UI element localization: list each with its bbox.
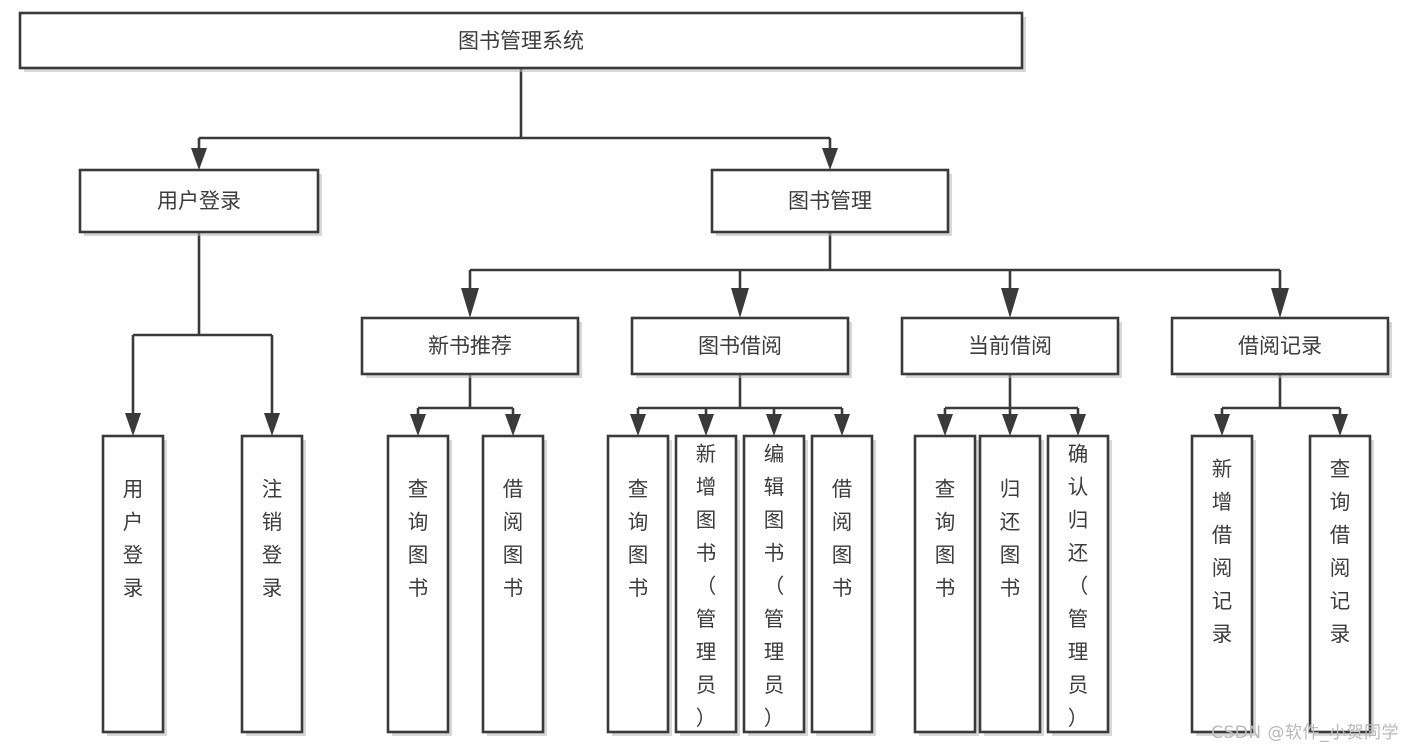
node-root[interactable]: 图书管理系统 <box>18 11 1026 72</box>
arrow-to-new-book-recommend <box>461 288 479 318</box>
node-borrow-record[interactable]: 借阅记录 <box>1170 316 1392 378</box>
leaf-node[interactable]: 查询图书 <box>606 434 672 736</box>
arrow-leaf-return-book <box>1002 414 1018 436</box>
book-manage-label: 图书管理 <box>788 189 872 213</box>
user-login-label: 用户登录 <box>157 189 241 213</box>
arrow-leaf-logout <box>264 413 280 436</box>
leaf-box-query-record[interactable] <box>1308 434 1372 734</box>
leaf-label: 借阅图书 <box>832 477 853 600</box>
leaf-node[interactable]: 归还图书 <box>978 434 1044 736</box>
node-book-manage[interactable]: 图书管理 <box>710 168 952 236</box>
book-manage-box[interactable] <box>710 168 950 234</box>
arrow-leaf-query-record <box>1332 414 1348 436</box>
arrow-leaf-borrow-book-1 <box>505 414 521 436</box>
current-borrow-box[interactable] <box>900 316 1120 376</box>
leaf-node[interactable]: 编辑图书（管理员） <box>742 434 808 736</box>
borrow-record-box[interactable] <box>1170 316 1390 376</box>
node-current-borrow[interactable]: 当前借阅 <box>900 316 1122 378</box>
leaf-box-add-book[interactable] <box>674 434 738 734</box>
arrow-leaf-query-book-3 <box>937 414 953 436</box>
leaf-node[interactable]: 借阅图书 <box>810 434 876 736</box>
leaf-label: 查询图书 <box>628 477 649 600</box>
leaf-box-query-book-2[interactable] <box>606 434 670 734</box>
leaf-box-user-login[interactable] <box>101 434 165 734</box>
leaf-label: 查询借阅记录 <box>1330 457 1351 646</box>
leaf-node[interactable]: 用户登录 <box>101 434 167 736</box>
leaf-box-add-record[interactable] <box>1190 434 1254 734</box>
leaf-label: 查询图书 <box>408 477 429 600</box>
leaf-box-confirm-return[interactable] <box>1046 434 1110 734</box>
borrow-record-label: 借阅记录 <box>1238 334 1322 358</box>
leaf-box-borrow-book-1[interactable] <box>481 434 545 734</box>
leaf-label: 确认归还（管理员） <box>1068 442 1089 730</box>
arrow-leaf-borrow-book-2 <box>834 414 850 436</box>
leaf-node[interactable]: 查询图书 <box>913 434 979 736</box>
new-book-recommend-label: 新书推荐 <box>428 334 512 358</box>
leaf-node[interactable]: 确认归还（管理员） <box>1046 434 1112 736</box>
node-user-login[interactable]: 用户登录 <box>78 168 322 236</box>
node-book-borrow[interactable]: 图书借阅 <box>630 316 852 378</box>
leaf-node[interactable]: 查询借阅记录 <box>1308 434 1374 736</box>
book-borrow-box[interactable] <box>630 316 850 376</box>
leaf-label: 查询图书 <box>935 477 956 600</box>
leaf-box-borrow-book-2[interactable] <box>810 434 874 734</box>
arrow-to-user-login <box>191 148 207 170</box>
arrow-leaf-confirm-return <box>1070 414 1086 436</box>
arrow-leaf-user-login <box>125 413 141 436</box>
user-login-box[interactable] <box>78 168 320 234</box>
leaf-label: 新增借阅记录 <box>1212 457 1233 646</box>
leaf-label: 借阅图书 <box>503 477 524 600</box>
connector-layer <box>125 68 1348 436</box>
leaf-box-return-book[interactable] <box>978 434 1042 734</box>
arrow-to-current-borrow <box>1001 288 1019 318</box>
arrow-to-borrow-record <box>1271 288 1289 318</box>
leaf-node[interactable]: 借阅图书 <box>481 434 547 736</box>
leaf-label: 注销登录 <box>262 477 283 600</box>
arrow-leaf-edit-book <box>766 414 782 436</box>
new-book-recommend-box[interactable] <box>360 316 580 376</box>
leaf-box-edit-book[interactable] <box>742 434 806 734</box>
current-borrow-label: 当前借阅 <box>968 334 1052 358</box>
arrow-leaf-query-book-1 <box>410 414 426 436</box>
leaf-label: 用户登录 <box>123 477 144 600</box>
book-borrow-label: 图书借阅 <box>698 334 782 358</box>
leaf-node[interactable]: 新增图书（管理员） <box>674 434 740 736</box>
arrow-to-book-manage <box>822 148 838 170</box>
arrow-to-book-borrow <box>731 288 749 318</box>
leaf-label: 编辑图书（管理员） <box>764 442 785 730</box>
leaf-node[interactable]: 注销登录 <box>240 434 306 736</box>
leaf-box-query-book-1[interactable] <box>386 434 450 734</box>
arrow-leaf-add-book <box>698 414 714 436</box>
arrow-leaf-query-book-2 <box>630 414 646 436</box>
arrow-leaf-add-record <box>1214 414 1230 436</box>
leaf-node[interactable]: 查询图书 <box>386 434 452 736</box>
leaf-box-query-book-3[interactable] <box>913 434 977 734</box>
leaf-box-logout[interactable] <box>240 434 304 734</box>
node-new-book-recommend[interactable]: 新书推荐 <box>360 316 582 378</box>
leaf-node[interactable]: 新增借阅记录 <box>1190 434 1256 736</box>
root-label: 图书管理系统 <box>458 29 584 53</box>
leaf-label: 归还图书 <box>1000 477 1021 600</box>
leaf-label: 新增图书（管理员） <box>696 442 717 730</box>
root-box[interactable] <box>18 11 1024 70</box>
